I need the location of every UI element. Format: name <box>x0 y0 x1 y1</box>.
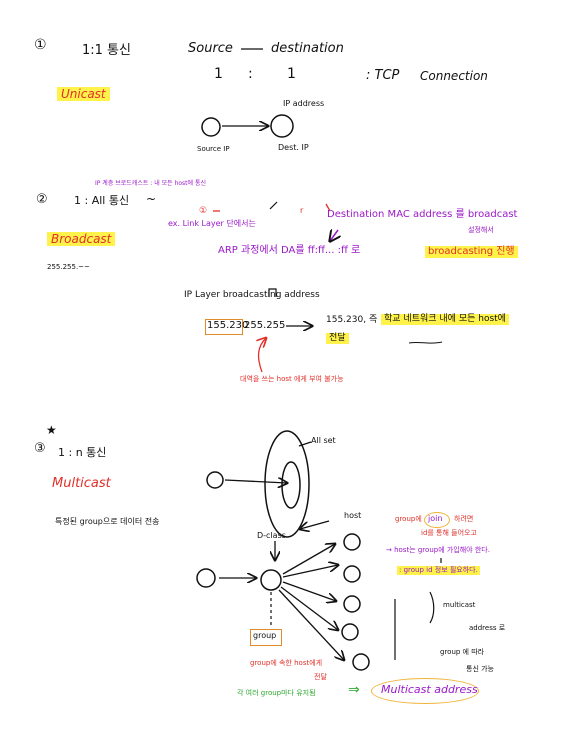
join-note-b: 하려면 <box>454 515 474 523</box>
source-node <box>201 117 221 137</box>
d-class-label: D-class <box>257 531 286 540</box>
group-member-note: group에 속한 host에게 <box>250 659 323 667</box>
multicast-term: Multicast <box>52 476 111 491</box>
join-word: join <box>428 514 443 523</box>
sender-node-2 <box>196 568 216 588</box>
arp-note: ARP 과정에서 DA를 ff:ff... :ff 로 <box>218 245 361 256</box>
group-keep-note: 각 여러 group마다 유지됨 <box>237 689 316 697</box>
multicast-address-label: Multicast address <box>381 683 478 696</box>
arp-broadcast-note: broadcasting 진행 <box>425 246 518 258</box>
result-note-2: 학교 네트워크 내에 모든 host에 <box>381 314 509 325</box>
ratio-colon: : <box>248 66 253 82</box>
r-mark: r <box>300 206 304 215</box>
ip-address-label: IP address <box>283 99 325 108</box>
network-part-box <box>205 319 243 335</box>
host-node-4 <box>341 623 359 641</box>
ip-partial: 255.255.~~ <box>47 263 90 271</box>
host-node-3 <box>343 595 361 613</box>
connection-label: Connection <box>420 69 488 83</box>
destination-label: destination <box>271 41 344 56</box>
broadcast-part: 255.255 <box>244 320 286 331</box>
source-label: Source <box>188 41 233 56</box>
group-box <box>250 629 282 646</box>
router-node <box>260 569 282 591</box>
ratio-left: 1 <box>214 66 223 82</box>
implies-arrow: ⇒ <box>348 682 360 698</box>
circle-number: ① <box>199 206 208 216</box>
multicast-label: multicast <box>443 601 476 609</box>
section-1-number: ① <box>34 37 47 53</box>
multicast-diagram <box>196 430 442 671</box>
unicast-term: Unicast <box>57 87 110 101</box>
section-2-top-note: IP 계층 브로드캐스트 : 내 모든 host에 통신 <box>95 180 206 187</box>
diff-note: 통신 가능 <box>466 665 494 673</box>
all-set-label: All set <box>311 436 336 445</box>
star-mark: ★ <box>46 423 57 437</box>
dest-mac-note: Destination MAC address 를 broadcast <box>327 209 518 220</box>
address-label: address 로 <box>469 624 506 632</box>
source-ip-label: Source IP <box>197 145 230 153</box>
host-node-2 <box>343 565 361 583</box>
section-3-title: 1 : n 통신 <box>58 446 107 459</box>
dest-ip-label: Dest. IP <box>278 143 309 152</box>
sender-node <box>206 471 224 489</box>
group-id-note: : group id 정보 필요하다. <box>397 566 480 575</box>
link-layer-note: ex. Link Layer 단에서는 <box>168 219 256 228</box>
ratio-right: 1 <box>287 66 296 82</box>
section-2-title: 1 : All 통신 <box>74 194 130 207</box>
tcp-label: : TCP <box>366 68 400 83</box>
host-node-1 <box>343 533 361 551</box>
ip-layer-label: IP Layer broadcasting address <box>184 290 320 300</box>
join-circle <box>424 512 450 528</box>
host-join-note: → host는 group에 가입해야 한다. <box>386 546 490 554</box>
unicast-diagram <box>201 114 294 138</box>
group-diff-note: group 에 따라 <box>440 648 485 656</box>
broadcast-term: Broadcast <box>47 232 116 246</box>
deliver-note: 전달 <box>326 333 349 344</box>
result-note: 155.230, 즉 <box>326 315 378 325</box>
multicast-desc: 특정된 group으로 데이터 전송 <box>55 517 160 526</box>
multicast-address-oval <box>371 678 479 704</box>
network-part: 155.230 <box>207 320 249 331</box>
group-deliver-note: 전달 <box>314 673 327 681</box>
section-3-number: ③ <box>34 441 46 456</box>
join-note-a: group에 <box>395 515 422 523</box>
section-2-tilde: ~ <box>146 192 157 206</box>
id-note: id를 통해 들어오고 <box>421 529 477 537</box>
host-node-5 <box>352 653 370 671</box>
caution-note: 대역을 쓰는 host 에게 부여 불가능 <box>240 375 344 383</box>
section-2-number: ② <box>36 192 48 207</box>
dest-node <box>270 114 294 138</box>
setting-note: 설정해서 <box>468 226 494 234</box>
section-1-title: 1:1 통신 <box>82 43 131 58</box>
group-label: group <box>253 631 277 640</box>
host-label: host <box>344 511 362 520</box>
